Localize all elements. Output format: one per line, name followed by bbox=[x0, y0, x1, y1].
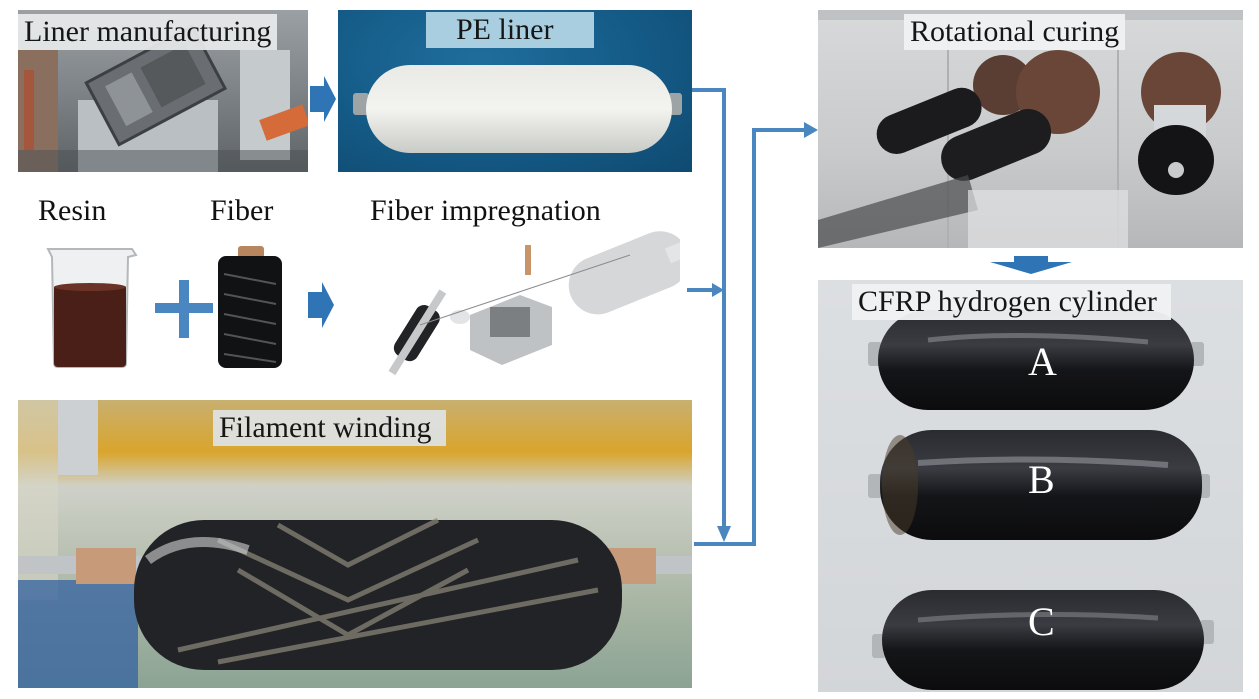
fiber-spool-icon bbox=[218, 246, 282, 368]
pe-liner-label: PE liner bbox=[426, 12, 594, 48]
sample-label-a: A bbox=[1028, 339, 1057, 384]
arrow-down-icon bbox=[990, 256, 1072, 274]
filament-winding-scene bbox=[18, 400, 692, 688]
cfrp-cylinder-photo: CFRP hydrogen cylinder A B C bbox=[818, 280, 1243, 692]
fiber-label: Fiber bbox=[210, 194, 274, 227]
liner-manufacturing-photo: Liner manufacturing bbox=[18, 10, 308, 172]
resin-beaker-icon bbox=[46, 248, 138, 368]
cylinder-c bbox=[872, 590, 1214, 690]
fiber-impregnation-label: Fiber impregnation bbox=[370, 194, 601, 227]
connector-pe-liner bbox=[692, 88, 726, 538]
arrow-right-icon bbox=[308, 282, 334, 328]
machine-illustration bbox=[18, 24, 308, 172]
resin-label: Resin bbox=[38, 194, 107, 227]
fiber-impregnation-apparatus bbox=[388, 231, 680, 376]
cylinder-b bbox=[868, 430, 1210, 540]
plus-operator bbox=[155, 280, 213, 338]
pe-liner-cylinder bbox=[353, 65, 682, 153]
filament-winding-photo: Filament winding bbox=[18, 400, 692, 688]
filament-winding-label: Filament winding bbox=[213, 410, 446, 446]
arrowhead-impregnation-icon bbox=[712, 283, 724, 297]
sample-label-b: B bbox=[1028, 457, 1055, 502]
connector-to-curing bbox=[694, 128, 806, 546]
arrowhead-curing-icon bbox=[804, 122, 818, 138]
cfrp-cylinders bbox=[868, 310, 1214, 690]
sample-label-c: C bbox=[1028, 599, 1055, 644]
rotational-curing-photo: Rotational curing bbox=[818, 10, 1243, 248]
arrow-right-icon bbox=[310, 76, 336, 122]
process-flow-connectors bbox=[687, 88, 818, 546]
pe-liner-photo: PE liner bbox=[338, 10, 692, 172]
cfrp-cylinder-label: CFRP hydrogen cylinder bbox=[852, 284, 1171, 320]
liner-manufacturing-label: Liner manufacturing bbox=[18, 14, 278, 50]
plus-icon bbox=[155, 280, 213, 338]
arrowhead-down-icon bbox=[717, 526, 731, 542]
rotational-curing-label: Rotational curing bbox=[904, 14, 1126, 50]
cylinder-a bbox=[868, 310, 1204, 410]
